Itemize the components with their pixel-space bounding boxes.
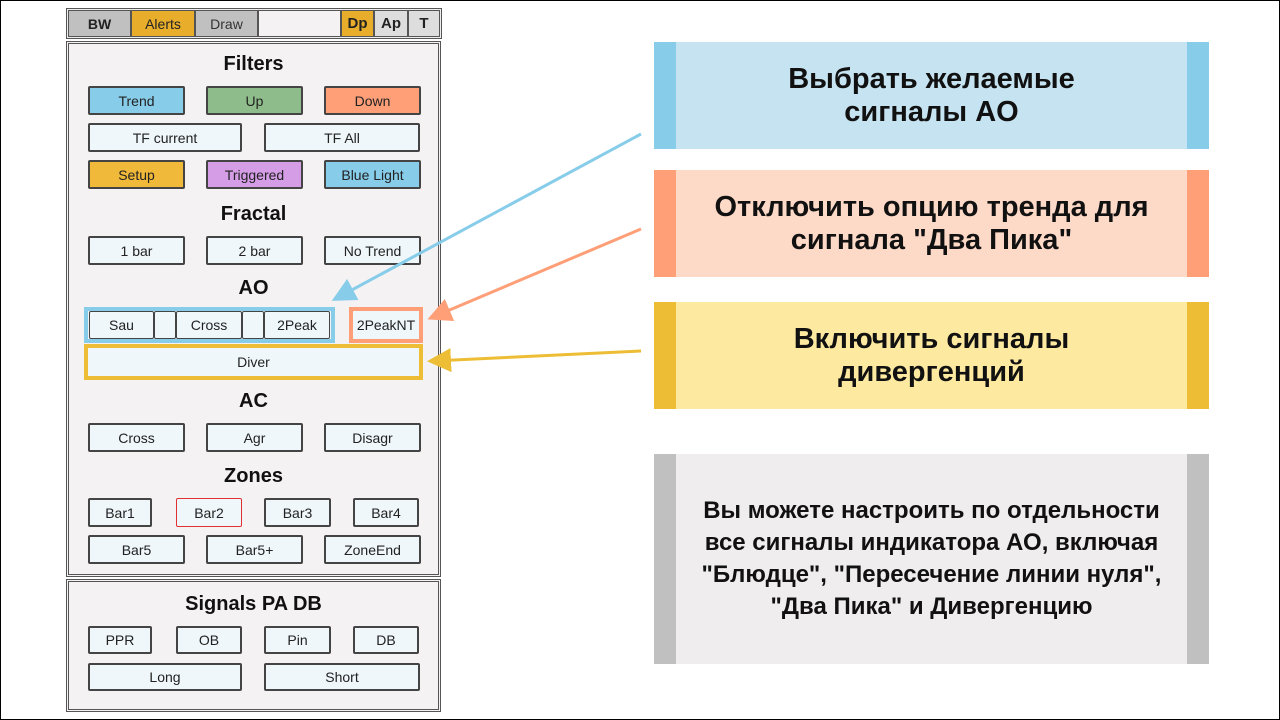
ap-button[interactable]: Ap bbox=[374, 10, 408, 37]
cross-button[interactable]: Cross bbox=[176, 311, 242, 339]
diver-highlight bbox=[84, 344, 423, 380]
t-button[interactable]: T bbox=[408, 10, 440, 37]
callout-enable-divergence: Включить сигналы дивергенций bbox=[654, 302, 1209, 409]
trend-button[interactable]: Trend bbox=[88, 86, 185, 115]
signals-title: Signals PA DB bbox=[185, 593, 322, 615]
bar5plus-button[interactable]: Bar5+ bbox=[206, 535, 303, 564]
2peaknt-highlight bbox=[349, 307, 423, 343]
ao-spacer-2[interactable] bbox=[242, 311, 264, 339]
ob-button[interactable]: OB bbox=[176, 626, 242, 654]
dp-button[interactable]: Dp bbox=[341, 10, 374, 37]
ao-signals-highlight bbox=[84, 307, 335, 343]
ao-spacer-1[interactable] bbox=[154, 311, 176, 339]
ac-title: AC bbox=[239, 390, 268, 412]
callout-text: Включить сигналы дивергенций bbox=[793, 322, 1070, 388]
zoneend-button[interactable]: ZoneEnd bbox=[324, 535, 421, 564]
2peak-button[interactable]: 2Peak bbox=[264, 311, 330, 339]
2-bar-button[interactable]: 2 bar bbox=[206, 236, 303, 265]
callout-info: Вы можете настроить по отдельности все с… bbox=[654, 454, 1209, 664]
setup-button[interactable]: Setup bbox=[88, 160, 185, 189]
bar3-button[interactable]: Bar3 bbox=[264, 498, 331, 527]
bar1-button[interactable]: Bar1 bbox=[88, 498, 152, 527]
long-button[interactable]: Long bbox=[88, 663, 242, 691]
tf-all-button[interactable]: TF All bbox=[264, 123, 420, 152]
2peaknt-button[interactable]: 2PeakNT bbox=[353, 311, 419, 339]
fractal-title: Fractal bbox=[220, 203, 287, 225]
1-bar-button[interactable]: 1 bar bbox=[88, 236, 185, 265]
db-button[interactable]: DB bbox=[353, 626, 419, 654]
toolbar-input[interactable] bbox=[258, 10, 341, 37]
down-button[interactable]: Down bbox=[324, 86, 421, 115]
tf-current-button[interactable]: TF current bbox=[88, 123, 242, 152]
disagr-button[interactable]: Disagr bbox=[324, 423, 421, 452]
bar2-button[interactable]: Bar2 bbox=[176, 498, 242, 527]
draw-button[interactable]: Draw bbox=[195, 10, 258, 37]
callout-text: Выбрать желаемые сигналы AO bbox=[788, 62, 1075, 128]
triggered-button[interactable]: Triggered bbox=[206, 160, 303, 189]
bar5-button[interactable]: Bar5 bbox=[88, 535, 185, 564]
bar4-button[interactable]: Bar4 bbox=[353, 498, 419, 527]
callout-disable-trend: Отключить опцию тренда для сигнала "Два … bbox=[654, 170, 1209, 277]
pin-button[interactable]: Pin bbox=[264, 626, 331, 654]
filters-title: Filters bbox=[223, 53, 284, 75]
zones-title: Zones bbox=[224, 465, 283, 487]
callout-text: Отключить опцию тренда для сигнала "Два … bbox=[714, 190, 1149, 256]
callout-text: Вы можете настроить по отдельности все с… bbox=[701, 497, 1162, 620]
ppr-button[interactable]: PPR bbox=[88, 626, 152, 654]
no-trend-button[interactable]: No Trend bbox=[324, 236, 421, 265]
blue-light-button[interactable]: Blue Light bbox=[324, 160, 421, 189]
up-button[interactable]: Up bbox=[206, 86, 303, 115]
short-button[interactable]: Short bbox=[264, 663, 420, 691]
bw-button[interactable]: BW bbox=[68, 10, 131, 37]
alerts-button[interactable]: Alerts bbox=[131, 10, 195, 37]
diver-button[interactable]: Diver bbox=[88, 348, 419, 376]
arrow-yellow bbox=[427, 348, 642, 373]
sau-button[interactable]: Sau bbox=[89, 311, 154, 339]
agr-button[interactable]: Agr bbox=[206, 423, 303, 452]
callout-select-ao: Выбрать желаемые сигналы AO bbox=[654, 42, 1209, 149]
arrow-blue bbox=[331, 132, 642, 301]
arrow-orange bbox=[427, 227, 642, 322]
ao-title: AO bbox=[238, 277, 269, 299]
ac-cross-button[interactable]: Cross bbox=[88, 423, 185, 452]
